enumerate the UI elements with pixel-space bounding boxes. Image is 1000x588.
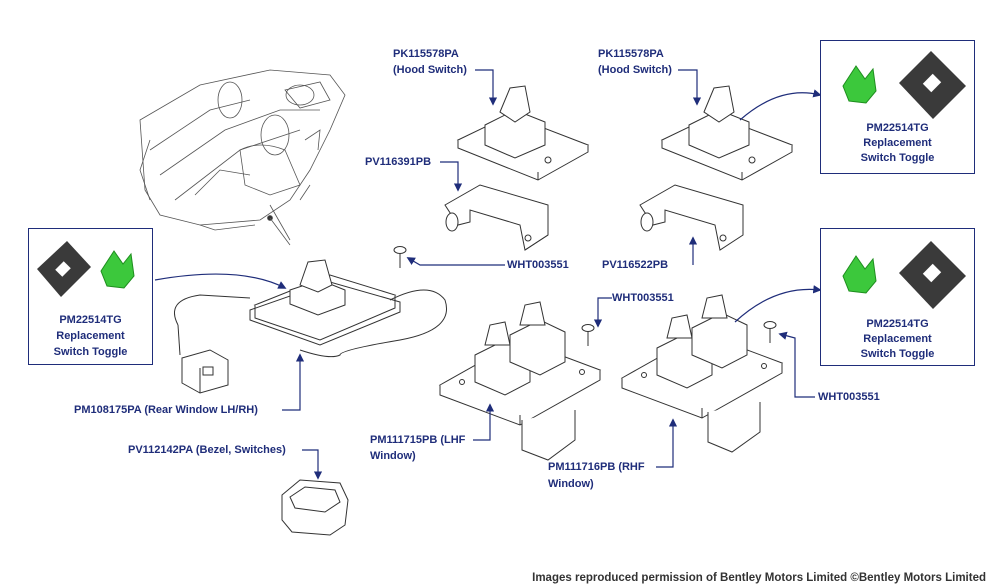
green-toggle-icon	[842, 255, 877, 294]
bracket-right-label: PV116522PB	[602, 259, 669, 271]
screw-mid-label: WHT003551	[612, 292, 674, 304]
toggle-images	[842, 51, 966, 119]
leader-arrows	[154, 69, 822, 480]
leader-line	[269, 217, 291, 246]
hood-switch-left-name-label: (Hood Switch)	[393, 64, 467, 76]
screw-center-label: WHT003551	[507, 259, 569, 271]
toggle-box-top-right: PM22514TG Replacement Switch Toggle	[820, 40, 975, 174]
toggle-line2: Replacement	[863, 333, 932, 345]
hood-switch-right-name-label: (Hood Switch)	[598, 64, 672, 76]
toggle-box-left: PM22514TG Replacement Switch Toggle	[28, 228, 153, 365]
copyright-credit: Images reproduced permission of Bentley …	[532, 572, 986, 584]
rhf-label-line1: PM111716PB (RHF	[548, 461, 645, 473]
toggle-part-number: PM22514TG	[59, 314, 122, 326]
toggle-box-mid-right: PM22514TG Replacement Switch Toggle	[820, 228, 975, 366]
screw-center-icon	[393, 246, 407, 268]
car-interior-illustration	[139, 69, 346, 241]
toggle-images	[37, 241, 135, 297]
toggle-line2: Replacement	[56, 330, 125, 342]
screw-right-label: WHT003551	[818, 391, 880, 403]
rear-window-switch-label: PM108175PA (Rear Window LH/RH)	[74, 404, 258, 416]
lhf-label-line2: Window)	[370, 450, 416, 462]
hood-switch-left-part-label: PK115578PA	[393, 48, 459, 60]
bracket-right	[639, 184, 744, 251]
screw-mid-icon	[581, 324, 595, 346]
toggle-line3: Switch Toggle	[860, 348, 935, 360]
bracket-left-label: PV116391PB	[365, 156, 432, 168]
rhf-window-switch	[620, 294, 784, 453]
toggle-line2: Replacement	[863, 137, 932, 149]
green-toggle-icon	[842, 65, 877, 104]
rhf-label-line2: Window)	[548, 478, 594, 490]
lhf-label-line1: PM111715PB (LHF	[370, 434, 466, 446]
screw-right-icon	[763, 321, 777, 343]
toggle-part-number: PM22514TG	[866, 122, 929, 134]
bezel	[281, 479, 349, 536]
hood-switch-right	[660, 85, 794, 181]
bezel-label: PV112142PA (Bezel, Switches)	[128, 444, 286, 456]
black-toggle-pad-icon	[37, 241, 91, 297]
black-toggle-pad-icon	[899, 51, 966, 119]
toggle-images	[842, 241, 966, 309]
toggle-part-number: PM22514TG	[866, 318, 929, 330]
lhf-window-switch	[438, 301, 602, 461]
toggle-line3: Switch Toggle	[53, 346, 128, 358]
hood-switch-right-part-label: PK115578PA	[598, 48, 664, 60]
bracket-left	[444, 184, 549, 251]
rear-window-switch	[174, 259, 447, 394]
black-toggle-pad-icon	[899, 241, 966, 309]
toggle-line3: Switch Toggle	[860, 152, 935, 164]
green-toggle-icon	[100, 250, 135, 289]
hood-switch-left	[456, 85, 590, 181]
